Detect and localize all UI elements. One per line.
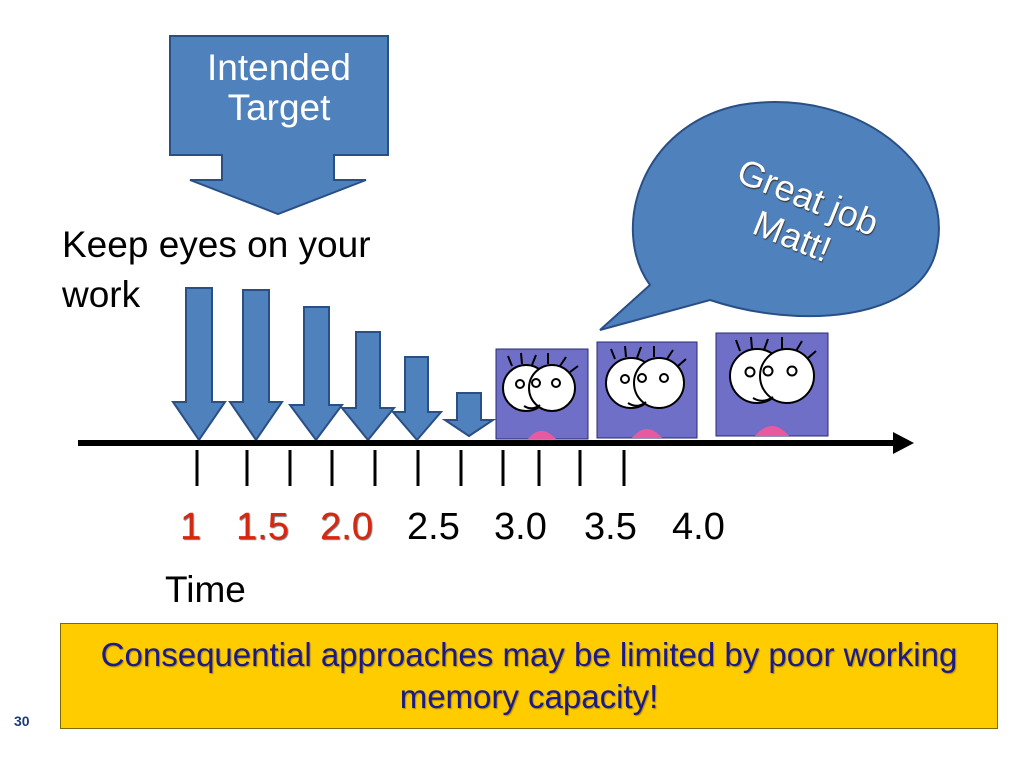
timeline-arrowhead — [893, 432, 914, 454]
tick-label: 1 — [180, 506, 202, 548]
conclusion-callout: Consequential approaches may be limited … — [60, 623, 998, 729]
tick-label: 3.5 — [584, 506, 637, 548]
down-arrow-6 — [441, 392, 497, 438]
slide-number: 30 — [14, 713, 30, 729]
instruction-line-2: work — [62, 274, 141, 315]
down-arrow-1 — [171, 287, 227, 442]
intended-target-arrow — [169, 35, 389, 216]
tick-label: 4.0 — [672, 506, 725, 548]
instruction-text: Keep eyes on your work — [62, 220, 371, 320]
distracted-face-image-2 — [596, 341, 698, 439]
down-arrow-3 — [288, 306, 344, 442]
down-arrow-4 — [339, 331, 397, 442]
tick-label: 2.0 — [320, 506, 373, 548]
timeline-ticks — [195, 450, 626, 486]
distracted-face-image-1 — [495, 348, 589, 440]
tick-label: 1.5 — [236, 506, 289, 548]
down-arrow-5 — [390, 356, 444, 442]
down-arrow-2 — [228, 289, 284, 442]
tick-label: 3.0 — [494, 506, 547, 548]
conclusion-text: Consequential approaches may be limited … — [100, 636, 958, 715]
speech-bubble — [599, 101, 940, 331]
intended-target-label: Intended Target — [206, 47, 352, 128]
tick-label: 2.5 — [407, 506, 460, 548]
distracted-face-image-3 — [715, 332, 829, 437]
time-axis-label: Time — [165, 569, 246, 610]
instruction-line-1: Keep eyes on your — [62, 224, 371, 265]
